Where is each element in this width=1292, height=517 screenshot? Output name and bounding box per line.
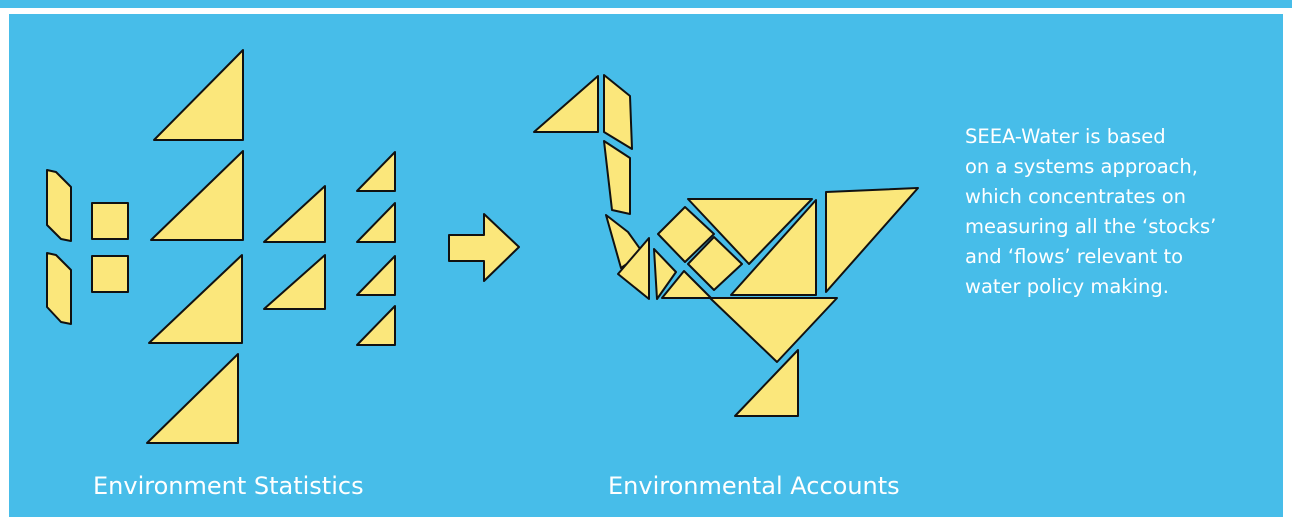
description-line: which concentrates on <box>965 185 1186 208</box>
top-divider <box>0 8 1292 12</box>
piece-medium-triangle <box>263 185 326 243</box>
piece-large-triangle <box>153 49 244 141</box>
piece-large-triangle <box>146 353 239 444</box>
scattered-pieces <box>46 49 396 444</box>
piece-back-triangle <box>687 198 813 265</box>
top-accent-band <box>0 0 1292 8</box>
piece-belly-triangle <box>709 297 838 363</box>
piece-square-diamond <box>657 206 715 263</box>
piece-small-triangle <box>356 202 396 243</box>
piece-wing-triangle <box>617 237 650 300</box>
piece-large-triangle <box>148 254 243 344</box>
description-line: water policy making. <box>965 275 1169 298</box>
piece-small-triangle <box>356 255 396 296</box>
piece-neck <box>603 140 631 215</box>
description-line: on a systems approach, <box>965 155 1198 178</box>
piece-tail-triangle <box>825 187 919 293</box>
piece-square <box>91 255 129 293</box>
piece-neck <box>603 74 633 150</box>
piece-small-triangle <box>356 305 396 346</box>
piece-square <box>91 202 129 240</box>
piece-small-triangle <box>356 151 396 192</box>
description-text: SEEA-Water is based on a systems approac… <box>965 122 1265 302</box>
description-line: SEEA-Water is based <box>965 125 1166 148</box>
piece-parallelogram <box>46 252 72 325</box>
piece-small-triangle <box>661 270 712 299</box>
piece-parallelogram <box>46 169 72 242</box>
caption-environmental-accounts: Environmental Accounts <box>608 472 900 500</box>
assembled-bird <box>533 74 919 417</box>
description-line: and ‘flows’ relevant to <box>965 245 1184 268</box>
piece-body-triangle <box>730 199 817 296</box>
piece-medium-triangle <box>263 254 326 310</box>
piece-small-triangle <box>653 248 677 300</box>
piece-large-triangle <box>150 150 244 241</box>
arrow-right-icon <box>448 213 520 282</box>
piece-square-diamond <box>687 236 743 291</box>
caption-environment-statistics: Environment Statistics <box>93 472 364 500</box>
description-line: measuring all the ‘stocks’ <box>965 215 1217 238</box>
piece-foot-triangle <box>734 349 799 417</box>
piece-head-triangle <box>533 75 599 133</box>
